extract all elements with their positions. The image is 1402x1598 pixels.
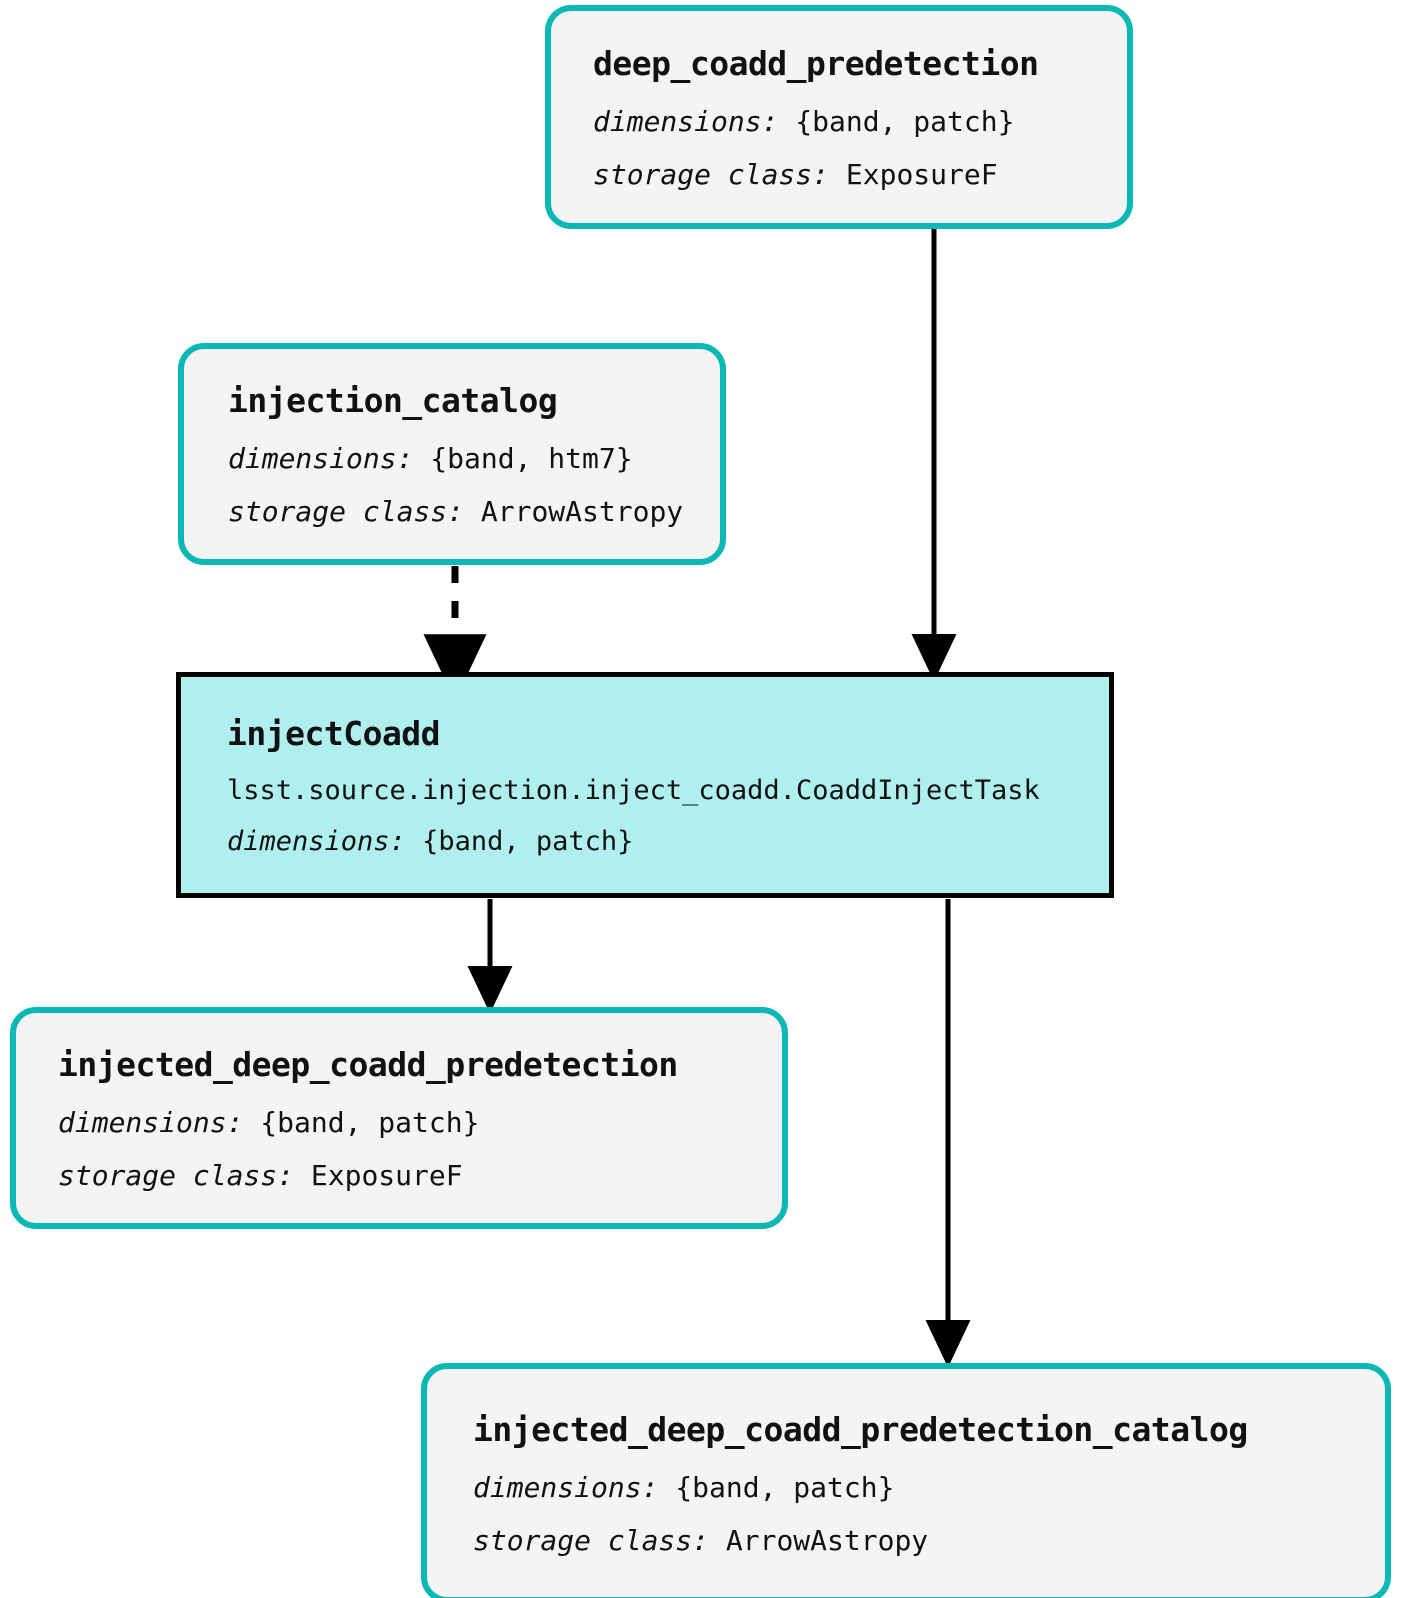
dimensions-label: dimensions: [473,1470,659,1504]
node-title: deep_coadd_predetection [593,43,1039,83]
storage-class-value: ExposureF [310,1158,463,1192]
storage-class-label: storage class: [593,157,830,191]
dataset-node-injection-catalog[interactable]: injection_catalog dimensions: {band, htm… [178,343,726,565]
node-storage-class-line: storage class: ArrowAstropy [228,495,720,528]
node-dimensions-line: dimensions: {band, patch} [593,105,1127,138]
node-dimensions-line: dimensions: {band, htm7} [228,442,720,475]
storage-class-value: ArrowAstropy [725,1523,929,1557]
dimensions-value: {band, patch} [260,1105,480,1139]
dimensions-label: dimensions: [593,104,779,138]
node-dimensions-line: dimensions: {band, patch} [227,826,1109,857]
dataset-node-injected-deep-coadd-predetection-catalog[interactable]: injected_deep_coadd_predetection_catalog… [421,1363,1391,1598]
dimensions-label: dimensions: [58,1105,244,1139]
dimensions-value: {band, patch} [795,104,1015,138]
node-title: injected_deep_coadd_predetection_catalog [473,1409,1248,1449]
storage-class-label: storage class: [228,494,465,528]
dimensions-value: {band, patch} [422,825,634,857]
node-title: injected_deep_coadd_predetection [58,1044,678,1084]
storage-class-value: ArrowAstropy [480,494,684,528]
node-title: injection_catalog [228,380,558,420]
node-storage-class-line: storage class: ExposureF [593,158,1127,191]
storage-class-label: storage class: [473,1523,710,1557]
storage-class-value: ExposureF [845,157,998,191]
node-task-class-line: lsst.source.injection.inject_coadd.Coadd… [227,774,1040,806]
storage-class-label: storage class: [58,1158,295,1192]
dimensions-value: {band, htm7} [430,441,633,475]
node-title: injectCoadd [227,713,441,753]
node-dimensions-line: dimensions: {band, patch} [58,1106,782,1139]
dimensions-label: dimensions: [228,441,414,475]
dimensions-label: dimensions: [227,825,406,857]
dataset-node-deep-coadd-predetection[interactable]: deep_coadd_predetection dimensions: {ban… [545,5,1133,229]
node-dimensions-line: dimensions: {band, patch} [473,1471,1385,1504]
task-node-inject-coadd[interactable]: injectCoadd lsst.source.injection.inject… [176,672,1114,898]
node-storage-class-line: storage class: ExposureF [58,1159,782,1192]
dataset-node-injected-deep-coadd-predetection[interactable]: injected_deep_coadd_predetection dimensi… [10,1007,788,1229]
dimensions-value: {band, patch} [675,1470,895,1504]
node-storage-class-line: storage class: ArrowAstropy [473,1524,1385,1557]
